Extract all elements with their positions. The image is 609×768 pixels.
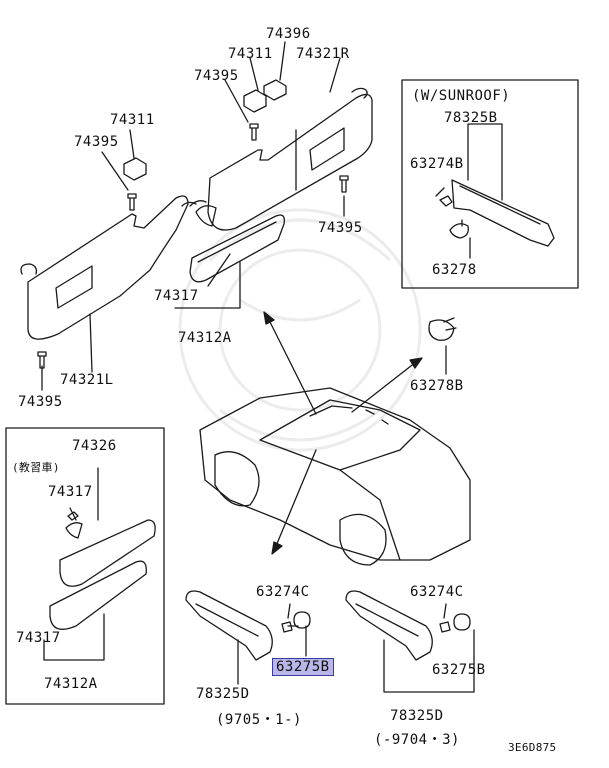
- part-label-63274B: 63274B: [410, 156, 464, 172]
- sunroof-note: (W/SUNROOF): [412, 88, 511, 104]
- part-label-74395-b: 74395: [74, 134, 119, 150]
- sun-visor-left: [20, 195, 207, 340]
- part-label-63278B: 63278B: [410, 378, 464, 394]
- part-label-63274C-b: 63274C: [410, 584, 464, 600]
- date-range-a: (9705・1-): [216, 712, 302, 728]
- leader-lines: [41, 41, 345, 391]
- part-label-74317-c: 74317: [16, 630, 61, 646]
- assist-grip-sunroof: [435, 123, 555, 259]
- part-label-63278: 63278: [432, 262, 477, 278]
- kyoshu-note: (教習車): [12, 461, 60, 474]
- part-label-78325D-b: 78325D: [390, 708, 444, 724]
- instructor-mirror-box: [5, 427, 165, 705]
- part-label-74317-a: 74317: [154, 288, 199, 304]
- part-label-74395-d: 74395: [18, 394, 63, 410]
- part-label-63275B-highlighted[interactable]: 63275B: [272, 658, 334, 676]
- part-label-74326: 74326: [72, 438, 117, 454]
- part-label-74317-b: 74317: [48, 484, 93, 500]
- sun-visor-right: [207, 87, 373, 231]
- part-label-74396: 74396: [266, 26, 311, 42]
- direction-arrows: [263, 311, 423, 555]
- cap-63278B: [428, 317, 457, 375]
- part-label-74312A-b: 74312A: [44, 676, 98, 692]
- instructor-mirrors: [43, 467, 156, 661]
- car-body: [199, 387, 471, 566]
- visor-clip-icon: [123, 79, 287, 181]
- watermark: [178, 208, 422, 452]
- part-label-74311-top: 74311: [228, 46, 273, 62]
- part-label-78325D-a: 78325D: [196, 686, 250, 702]
- rearview-mirror: [181, 201, 285, 283]
- date-range-b: (-9704・3): [374, 732, 460, 748]
- part-label-74395-c: 74395: [318, 220, 363, 236]
- diagram-code: 3E6D875: [508, 741, 557, 754]
- part-label-74395-a: 74395: [194, 68, 239, 84]
- part-label-74321L: 74321L: [60, 372, 114, 388]
- part-label-74312A-a: 74312A: [178, 330, 232, 346]
- part-label-78325B: 78325B: [444, 110, 498, 126]
- part-label-74311-left: 74311: [110, 112, 155, 128]
- sunroof-box: [401, 79, 579, 289]
- part-label-63274C-a: 63274C: [256, 584, 310, 600]
- part-label-63275B-b: 63275B: [432, 662, 486, 678]
- assist-grip-a: [185, 590, 311, 685]
- part-label-74321R: 74321R: [296, 46, 350, 62]
- assist-grip-b: [345, 590, 475, 693]
